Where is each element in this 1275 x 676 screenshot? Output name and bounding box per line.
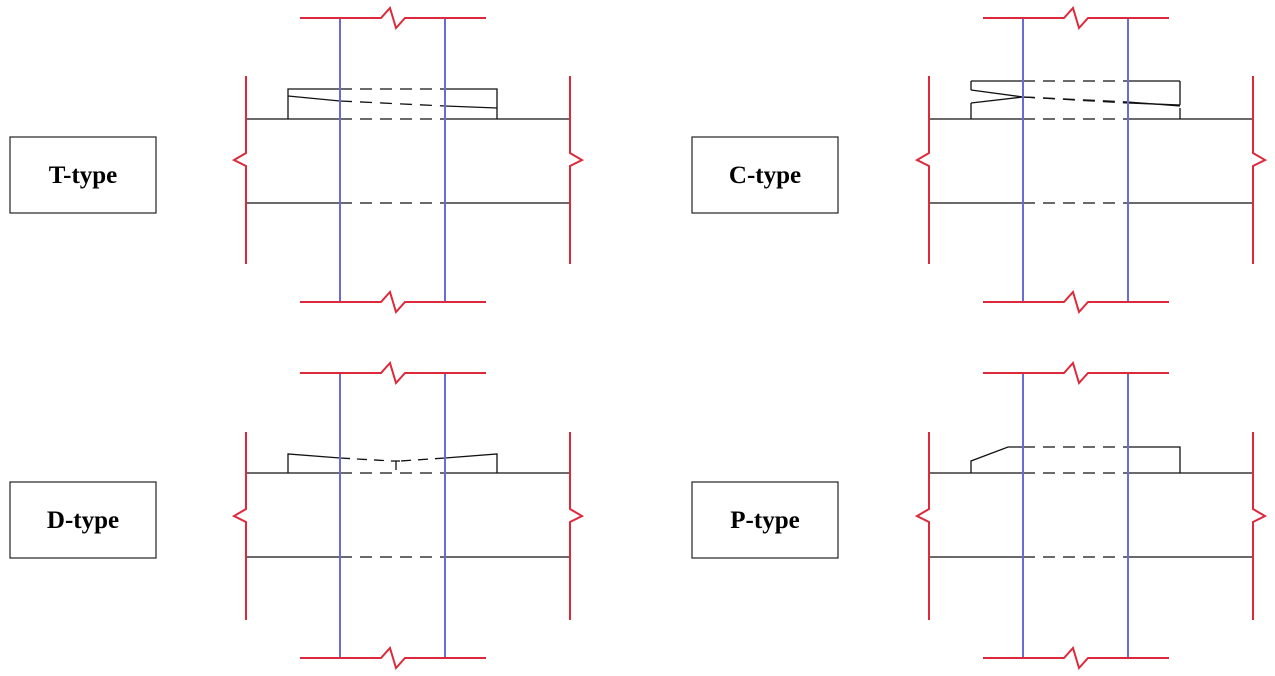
column-break-bottom [300,290,486,314]
column-break-top [300,6,486,30]
taper-hidden [339,100,446,107]
slab-break-right [1252,432,1268,620]
slab-break-right [1252,76,1268,264]
drop-right-edge [444,453,498,473]
column-break-top [983,361,1169,385]
d-type-drawing [231,361,585,670]
column-break-bottom [300,646,486,670]
column-break-bottom [983,646,1169,670]
d-type-label-box [9,481,157,559]
collar-taper-left [970,89,1024,98]
slab-break-left [231,432,247,620]
slab-break-left [914,76,930,264]
taper-line-right [444,105,498,109]
slab-break-left [231,76,247,264]
drop-panel-outline [287,88,498,119]
t-type-panel: T-type [9,6,585,314]
column-break-bottom [983,290,1169,314]
t-type-label: T-type [49,162,118,189]
p-type-drawing [914,361,1268,670]
drop-chamfer-edge [970,446,1023,473]
slab-break-right [569,432,585,620]
drop-left-edge [287,453,341,473]
p-type-panel: P-type [691,361,1268,670]
slab-break-left [914,432,930,620]
p-type-label-box [691,481,839,559]
d-type-panel: D-type [9,361,585,670]
c-type-panel: C-type [691,6,1268,314]
c-type-drawing [914,6,1268,314]
taper-line-left [287,95,341,102]
t-type-label-box [9,136,157,214]
d-type-label: D-type [47,507,119,534]
slab-break-right [569,76,585,264]
p-type-label: P-type [730,507,799,534]
drop-right-edge [1128,446,1181,473]
c-type-label-box [691,136,839,214]
column-break-top [300,361,486,385]
t-type-drawing [231,6,585,314]
c-type-label: C-type [729,162,801,189]
column-break-top [983,6,1169,30]
